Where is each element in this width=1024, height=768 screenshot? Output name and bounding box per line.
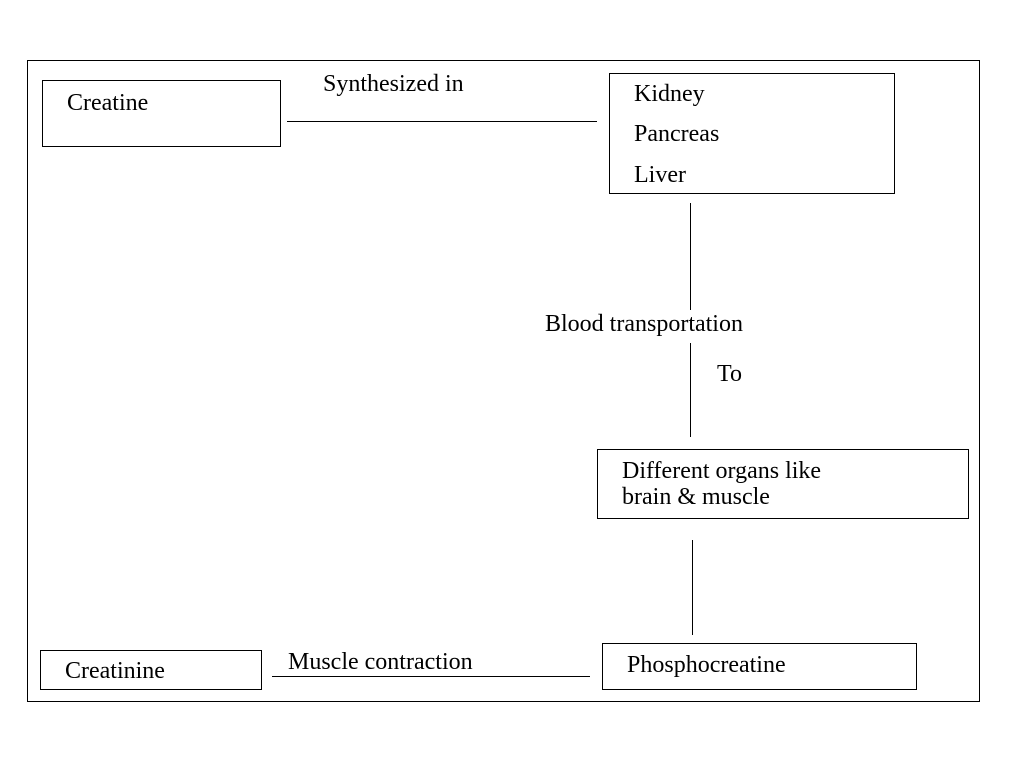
phosphocreatine-node: Phosphocreatine [602, 643, 917, 690]
synthesis-site-kidney: Kidney [634, 81, 705, 107]
creatine-node: Creatine [42, 80, 281, 147]
diagram-frame [27, 60, 980, 702]
target-organs-line-1: Different organs like [622, 458, 822, 484]
creatinine-label: Creatinine [65, 658, 165, 684]
synthesis-site-pancreas: Pancreas [634, 121, 720, 147]
creatinine-node: Creatinine [40, 650, 262, 690]
blood-transport-connector-upper [690, 203, 691, 310]
organs-to-phosphocreatine-connector [692, 540, 693, 635]
to-label: To [717, 361, 742, 387]
synthesized-in-label: Synthesized in [323, 71, 464, 97]
muscle-contraction-label: Muscle contraction [288, 649, 473, 675]
synthesis-site-liver: Liver [634, 162, 686, 188]
blood-transport-connector-lower [690, 343, 691, 437]
target-organs-node: Different organs like brain & muscle [597, 449, 969, 519]
muscle-contraction-connector [272, 676, 590, 677]
creatine-label: Creatine [67, 90, 149, 116]
synthesized-in-connector [287, 121, 597, 122]
synthesis-sites-node: Kidney Pancreas Liver [609, 73, 895, 194]
blood-transportation-label: Blood transportation [545, 311, 743, 337]
target-organs-line-2: brain & muscle [622, 484, 770, 510]
phosphocreatine-label: Phosphocreatine [627, 652, 786, 678]
